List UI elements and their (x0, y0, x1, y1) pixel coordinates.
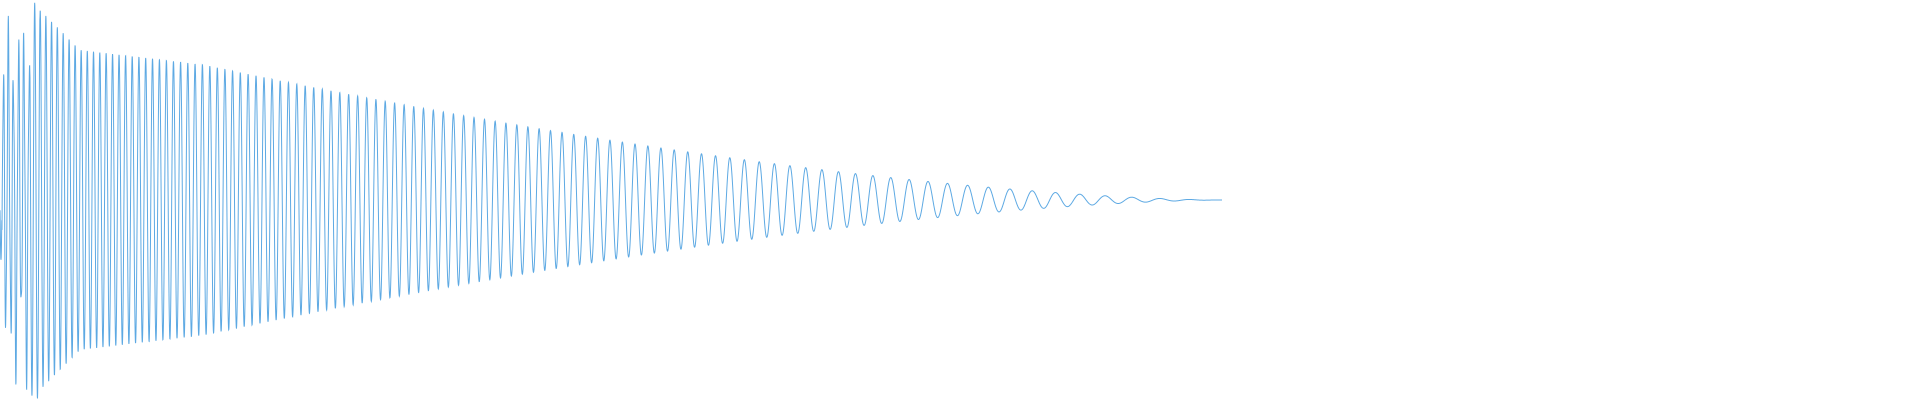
waveform-trace (0, 2, 1222, 399)
